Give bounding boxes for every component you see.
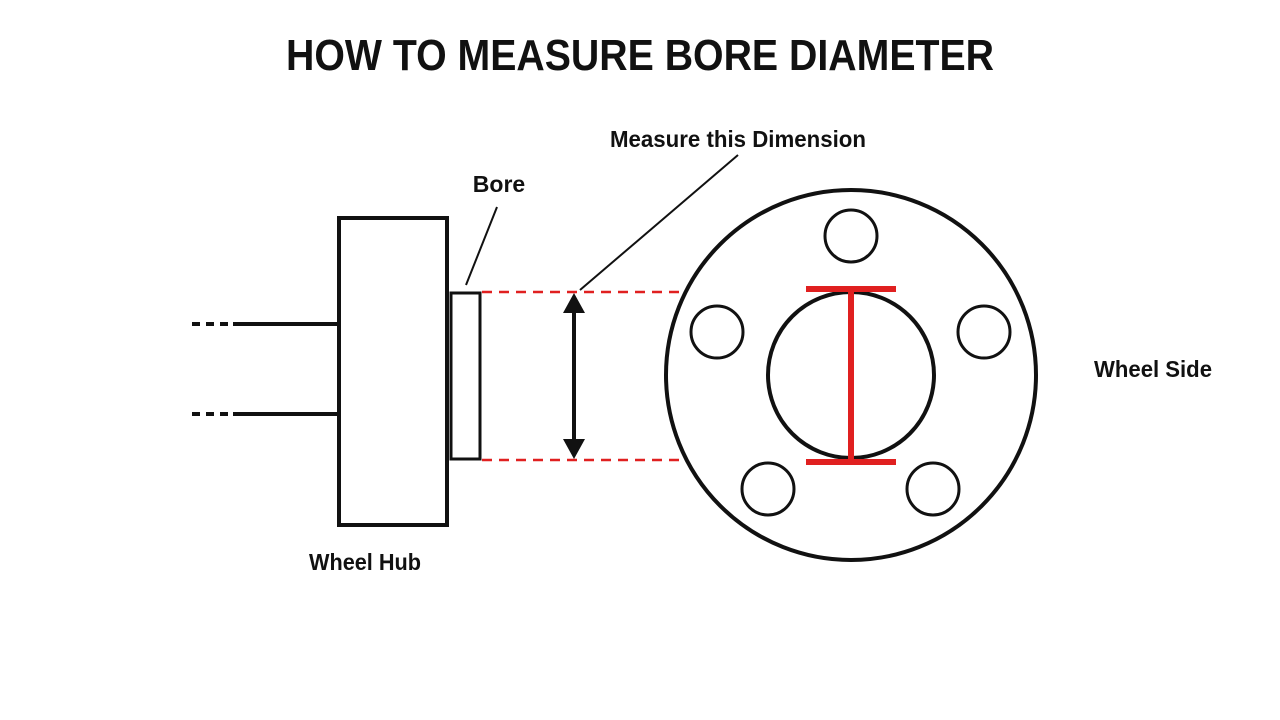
bore-leader-line (465, 206, 498, 286)
dimension-arrow (563, 293, 585, 459)
bore-measure-marker (806, 286, 896, 465)
wheel-hub-body (337, 216, 449, 527)
label-wheel-side: Wheel Side (1094, 356, 1212, 382)
lug-hole-top (823, 208, 879, 264)
axle-lines (192, 322, 340, 416)
wheel-face (664, 188, 1038, 562)
lug-hole-bottom-left (740, 461, 796, 517)
lug-hole-right (956, 304, 1012, 360)
label-bore: Bore (473, 171, 525, 197)
bore-pilot (449, 291, 482, 461)
label-measure-dimension: Measure this Dimension (610, 126, 866, 152)
measure-leader-line (579, 154, 739, 291)
lug-hole-bottom-right (905, 461, 961, 517)
arrowhead-down-icon (563, 439, 585, 459)
lug-hole-left (689, 304, 745, 360)
label-wheel-hub: Wheel Hub (309, 549, 421, 575)
arrowhead-up-icon (563, 293, 585, 313)
diagram-title: HOW TO MEASURE BORE DIAMETER (286, 31, 994, 80)
